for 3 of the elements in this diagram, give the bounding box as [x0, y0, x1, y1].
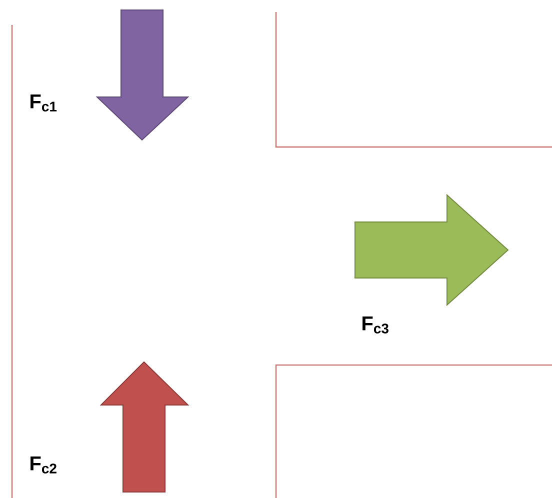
force-label: F$_{c1}$	[30, 94, 57, 112]
force-label: F$_{c2}$	[30, 456, 56, 474]
force-label: F$_{c3}$	[362, 316, 388, 334]
